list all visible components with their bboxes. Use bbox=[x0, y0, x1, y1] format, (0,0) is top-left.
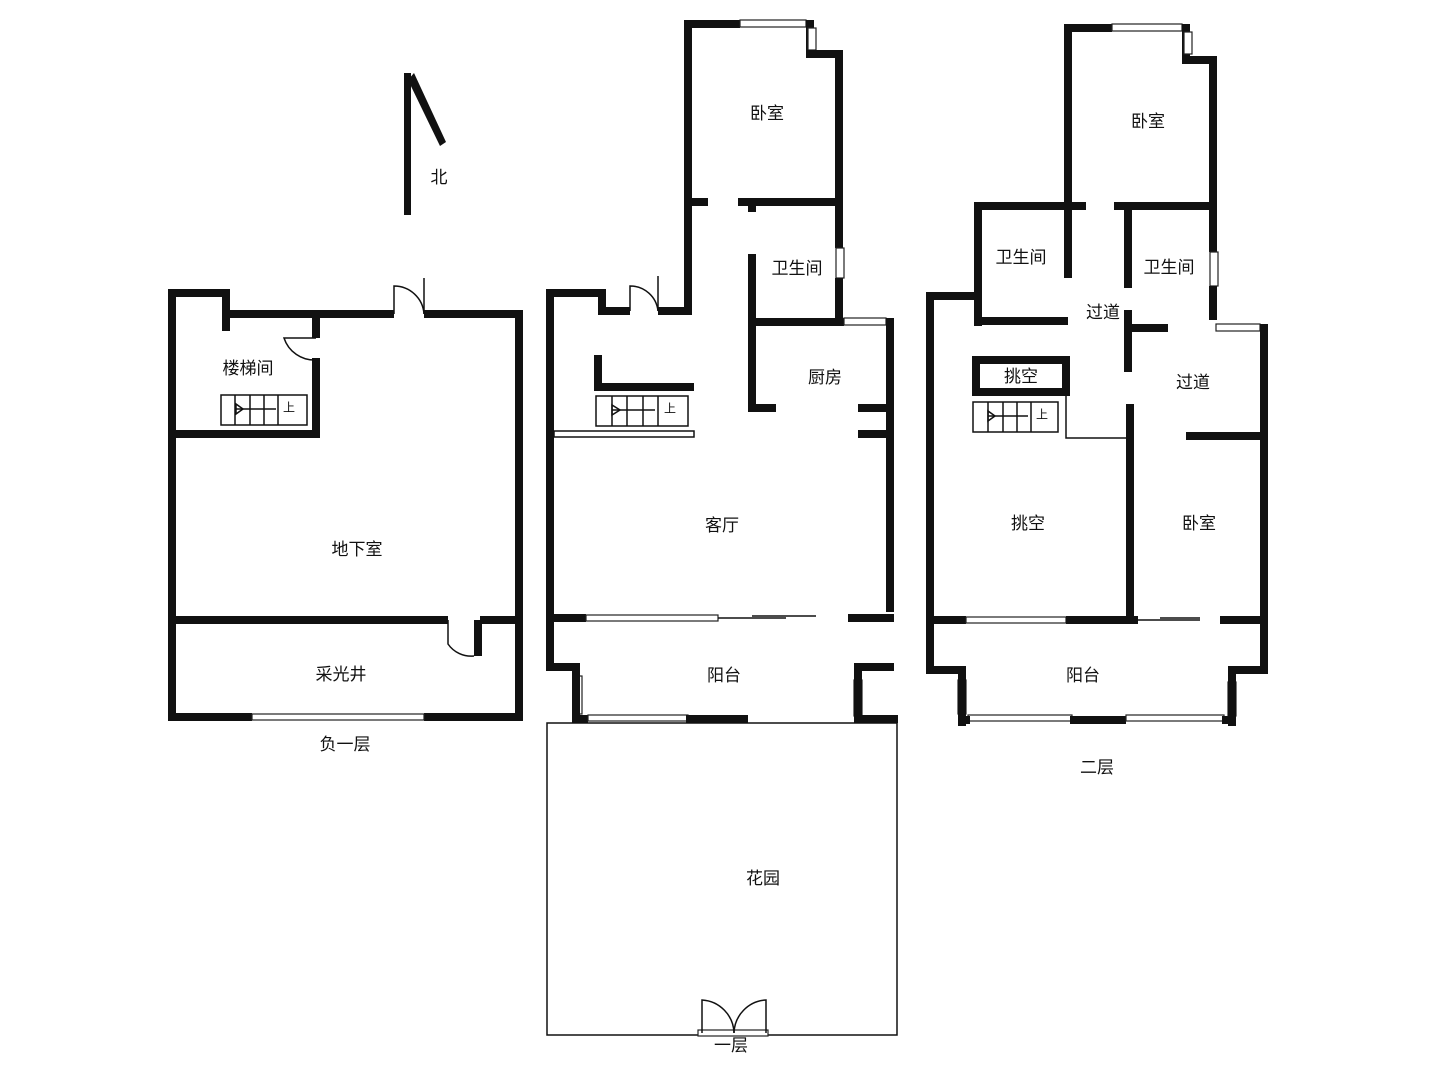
second-floor-right-bedroom-label: 卧室 bbox=[1182, 514, 1216, 534]
lightwell-label: 采光井 bbox=[316, 665, 367, 685]
basement-caption: 负一层 bbox=[320, 735, 371, 755]
living-room-label: 客厅 bbox=[705, 516, 739, 536]
first-floor-plan: 上 卧室 卫生间 厨房 客厅 阳台 花园 一层 bbox=[546, 19, 898, 1056]
first-floor-balcony-label: 阳台 bbox=[707, 666, 741, 686]
second-floor-caption: 二层 bbox=[1080, 758, 1114, 778]
first-floor-stair-up-mark: 上 bbox=[664, 402, 676, 416]
second-floor-left-bathroom-label: 卫生间 bbox=[996, 248, 1047, 268]
north-arrow: 北 bbox=[404, 73, 448, 215]
second-floor-balcony-label: 阳台 bbox=[1066, 666, 1100, 686]
second-floor-right-bathroom-label: 卫生间 bbox=[1144, 258, 1195, 278]
second-floor-stair-up-mark: 上 bbox=[1036, 408, 1048, 422]
basement-room-label: 地下室 bbox=[332, 540, 383, 560]
garden-label: 花园 bbox=[746, 869, 780, 889]
corridor-label-2: 过道 bbox=[1176, 373, 1210, 393]
first-floor-bedroom-label: 卧室 bbox=[750, 104, 784, 124]
first-floor-caption: 一层 bbox=[714, 1036, 748, 1056]
corridor-label-1: 过道 bbox=[1086, 303, 1120, 323]
first-floor-bathroom-label: 卫生间 bbox=[772, 259, 823, 279]
kitchen-label: 厨房 bbox=[808, 368, 842, 388]
basement-plan: 上 楼梯间 地下室 采光井 负一层 bbox=[168, 278, 523, 755]
small-void-label: 挑空 bbox=[1004, 367, 1038, 387]
second-floor-plan: 上 卧室 卫生间 卫生间 过道 过道 挑空 挑空 卧室 阳台 二层 bbox=[926, 23, 1268, 778]
basement-stair-up-mark: 上 bbox=[283, 401, 295, 415]
second-floor-top-bedroom-label: 卧室 bbox=[1131, 112, 1165, 132]
basement-stair-room-label: 楼梯间 bbox=[223, 359, 274, 379]
north-label: 北 bbox=[431, 168, 448, 188]
large-void-label: 挑空 bbox=[1011, 514, 1045, 534]
